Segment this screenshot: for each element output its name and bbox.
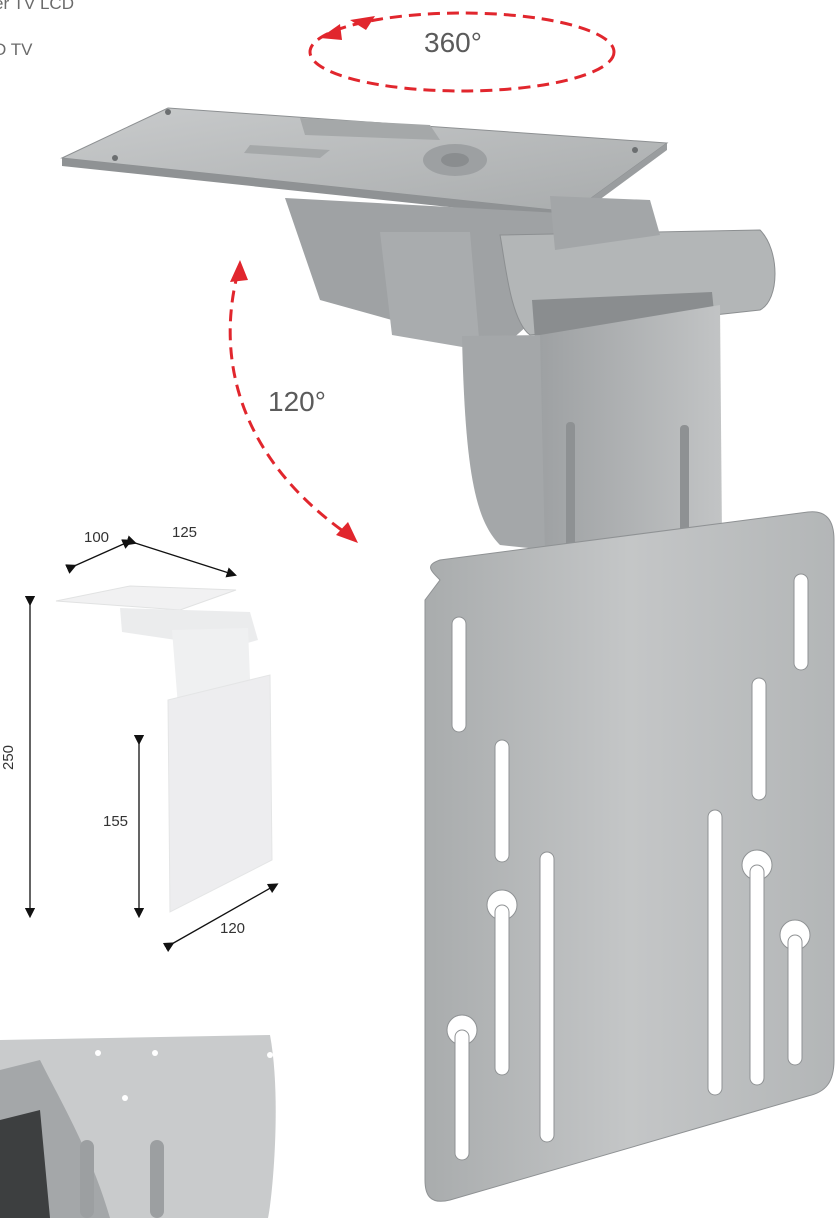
vesa-plate (424, 511, 835, 1202)
top-mounting-plate (60, 107, 669, 220)
tilt-arrow (228, 260, 358, 543)
dimension-lines (24, 535, 279, 953)
product-caption-line-1: er TV LCD (0, 0, 74, 13)
swivel-angle-label: 360° (424, 27, 482, 58)
dimension-height-plate: 155 (103, 813, 129, 830)
dimension-height-total: 250 (0, 744, 17, 770)
swivel-arrow (308, 11, 616, 93)
dimension-width-b: 125 (172, 524, 198, 541)
dimension-width-a: 100 (84, 529, 110, 546)
tilt-angle-label: 120° (268, 386, 326, 417)
dimension-diagram (55, 585, 273, 913)
dimension-plate-width: 120 (220, 920, 246, 937)
closeup-photo (0, 1035, 276, 1218)
product-caption-line-2: D TV (0, 40, 33, 59)
